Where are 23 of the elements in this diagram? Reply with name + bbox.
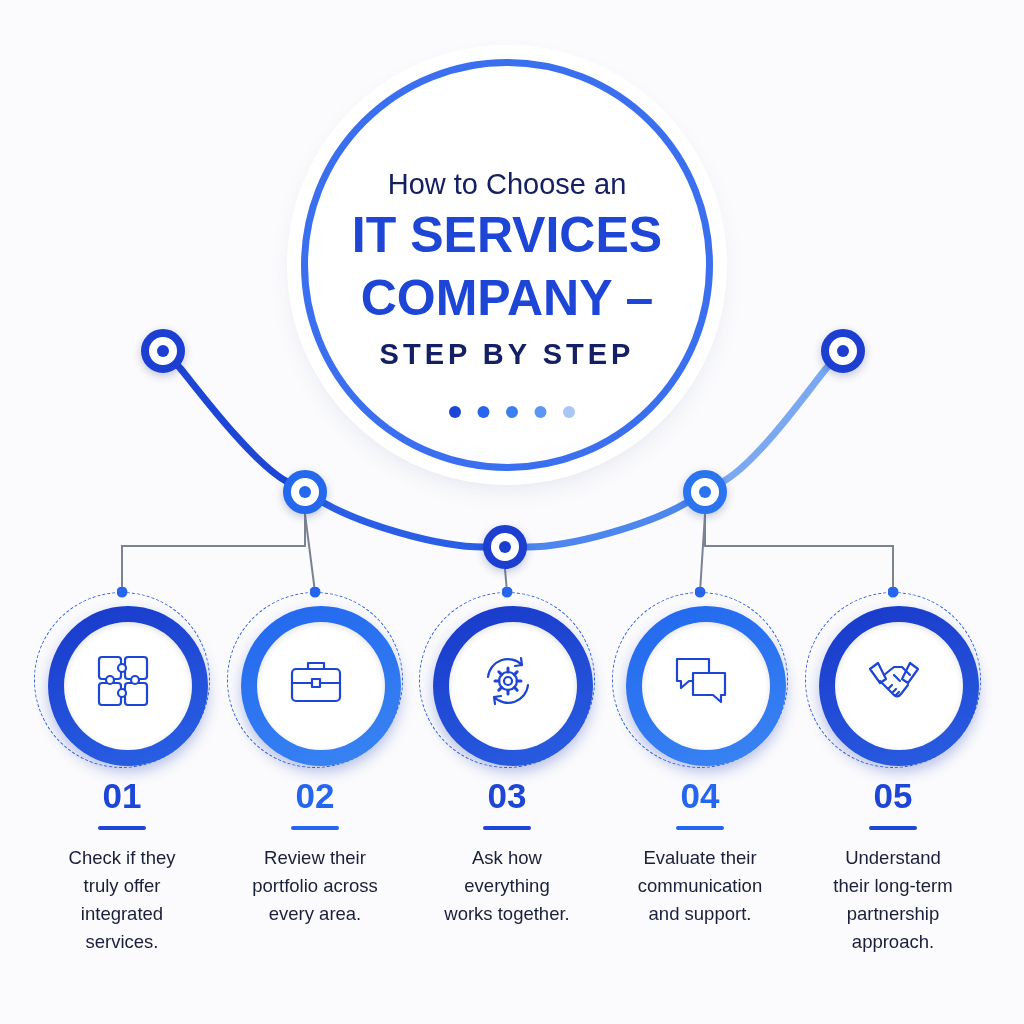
step-number: 04 <box>679 776 721 816</box>
step-number: 02 <box>294 776 336 816</box>
step-description: Review their portfolio across every area. <box>251 846 379 926</box>
step-description: Ask how everything works together. <box>443 846 571 926</box>
step-description: Understand their long-term partnership approach. <box>832 846 954 954</box>
ring-marker <box>283 470 327 514</box>
branch-line <box>704 513 899 598</box>
subtitle: STEP BY STEP <box>378 337 636 372</box>
arc-connector <box>720 363 832 485</box>
ring-marker <box>141 329 185 373</box>
step-description: Evaluate their communication and support. <box>636 846 764 926</box>
ring-marker <box>483 525 527 569</box>
branch-line <box>304 513 321 598</box>
step-description: Check if they truly offer integrated services. <box>67 846 177 954</box>
step-number: 03 <box>486 776 528 816</box>
title-heading: IT SERVICES COMPANY – <box>350 206 664 328</box>
step-number: 01 <box>101 776 143 816</box>
branch-line <box>501 568 513 598</box>
step-number: 05 <box>872 776 914 816</box>
ring-marker <box>821 329 865 373</box>
ring-marker <box>683 470 727 514</box>
arc-connector <box>175 363 290 485</box>
title-line: How to Choose an <box>386 167 628 202</box>
